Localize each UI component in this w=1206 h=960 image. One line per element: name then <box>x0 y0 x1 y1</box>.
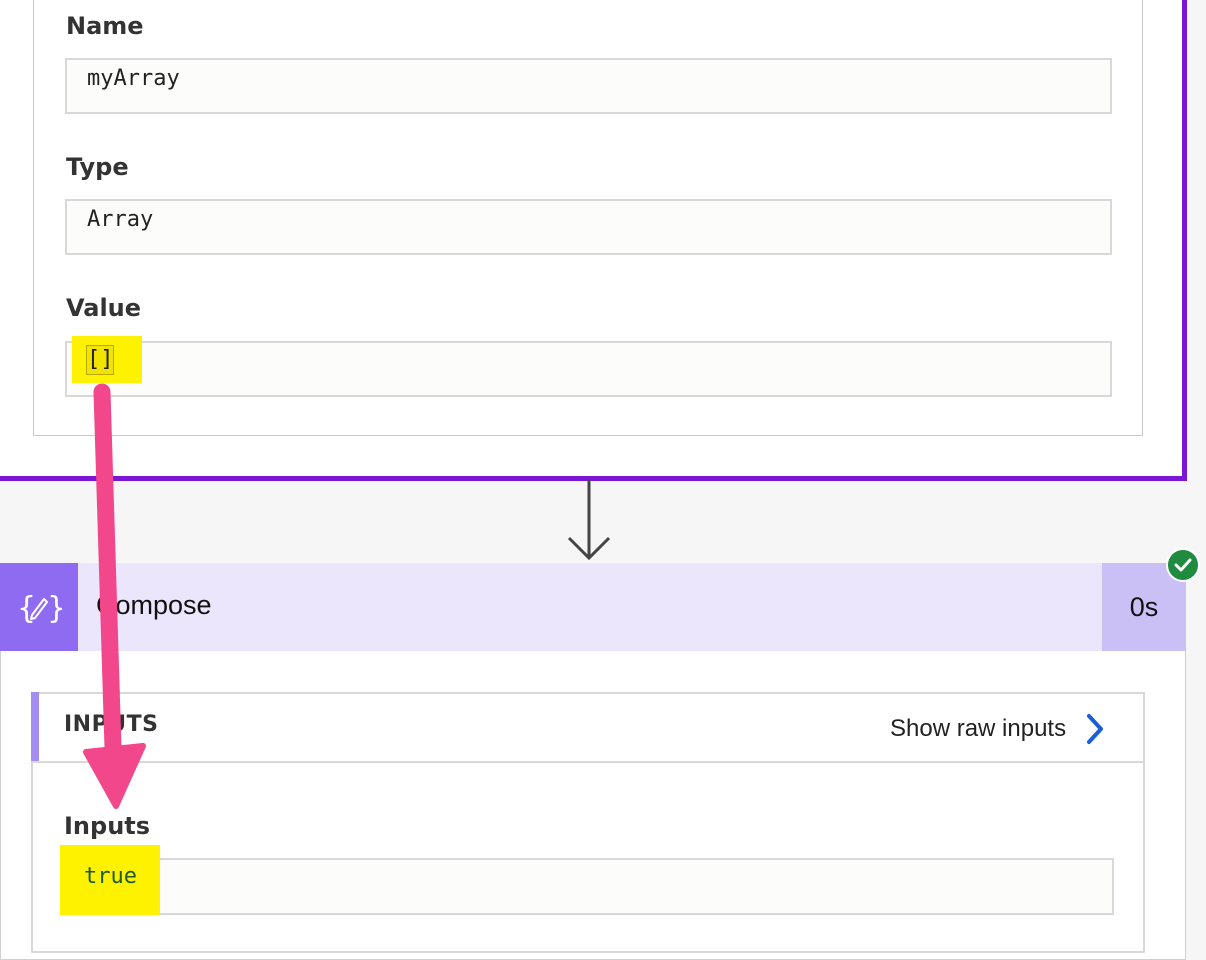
show-raw-inputs-link[interactable]: Show raw inputs <box>890 713 1104 745</box>
value-label: Value <box>66 294 142 322</box>
type-value: Array <box>87 207 154 232</box>
type-field[interactable]: Array <box>65 199 1112 255</box>
name-value: myArray <box>87 66 180 91</box>
svg-text:}: } <box>47 591 62 626</box>
inputs-section-title: INPUTS <box>64 712 159 737</box>
name-label: Name <box>66 12 144 40</box>
compose-icon: { } <box>0 563 78 651</box>
inputs-field[interactable] <box>63 858 1114 915</box>
compose-header[interactable] <box>0 563 1186 651</box>
inputs-highlight <box>60 845 160 915</box>
value-field[interactable] <box>65 341 1112 397</box>
type-label: Type <box>66 153 129 181</box>
inputs-accent-bar <box>31 692 39 761</box>
name-field[interactable]: myArray <box>65 58 1112 114</box>
flow-connector-arrow <box>567 480 611 561</box>
svg-text:{: { <box>17 591 36 626</box>
value-highlight: [] <box>72 336 142 383</box>
value-value: [] <box>86 345 114 375</box>
success-check-icon <box>1166 548 1200 582</box>
inputs-label: Inputs <box>64 812 151 840</box>
compose-title: Compose <box>96 590 212 620</box>
inputs-value: true <box>84 864 137 889</box>
show-raw-inputs-label: Show raw inputs <box>890 715 1067 742</box>
inputs-header <box>31 692 1145 763</box>
chevron-right-icon <box>1087 714 1104 744</box>
